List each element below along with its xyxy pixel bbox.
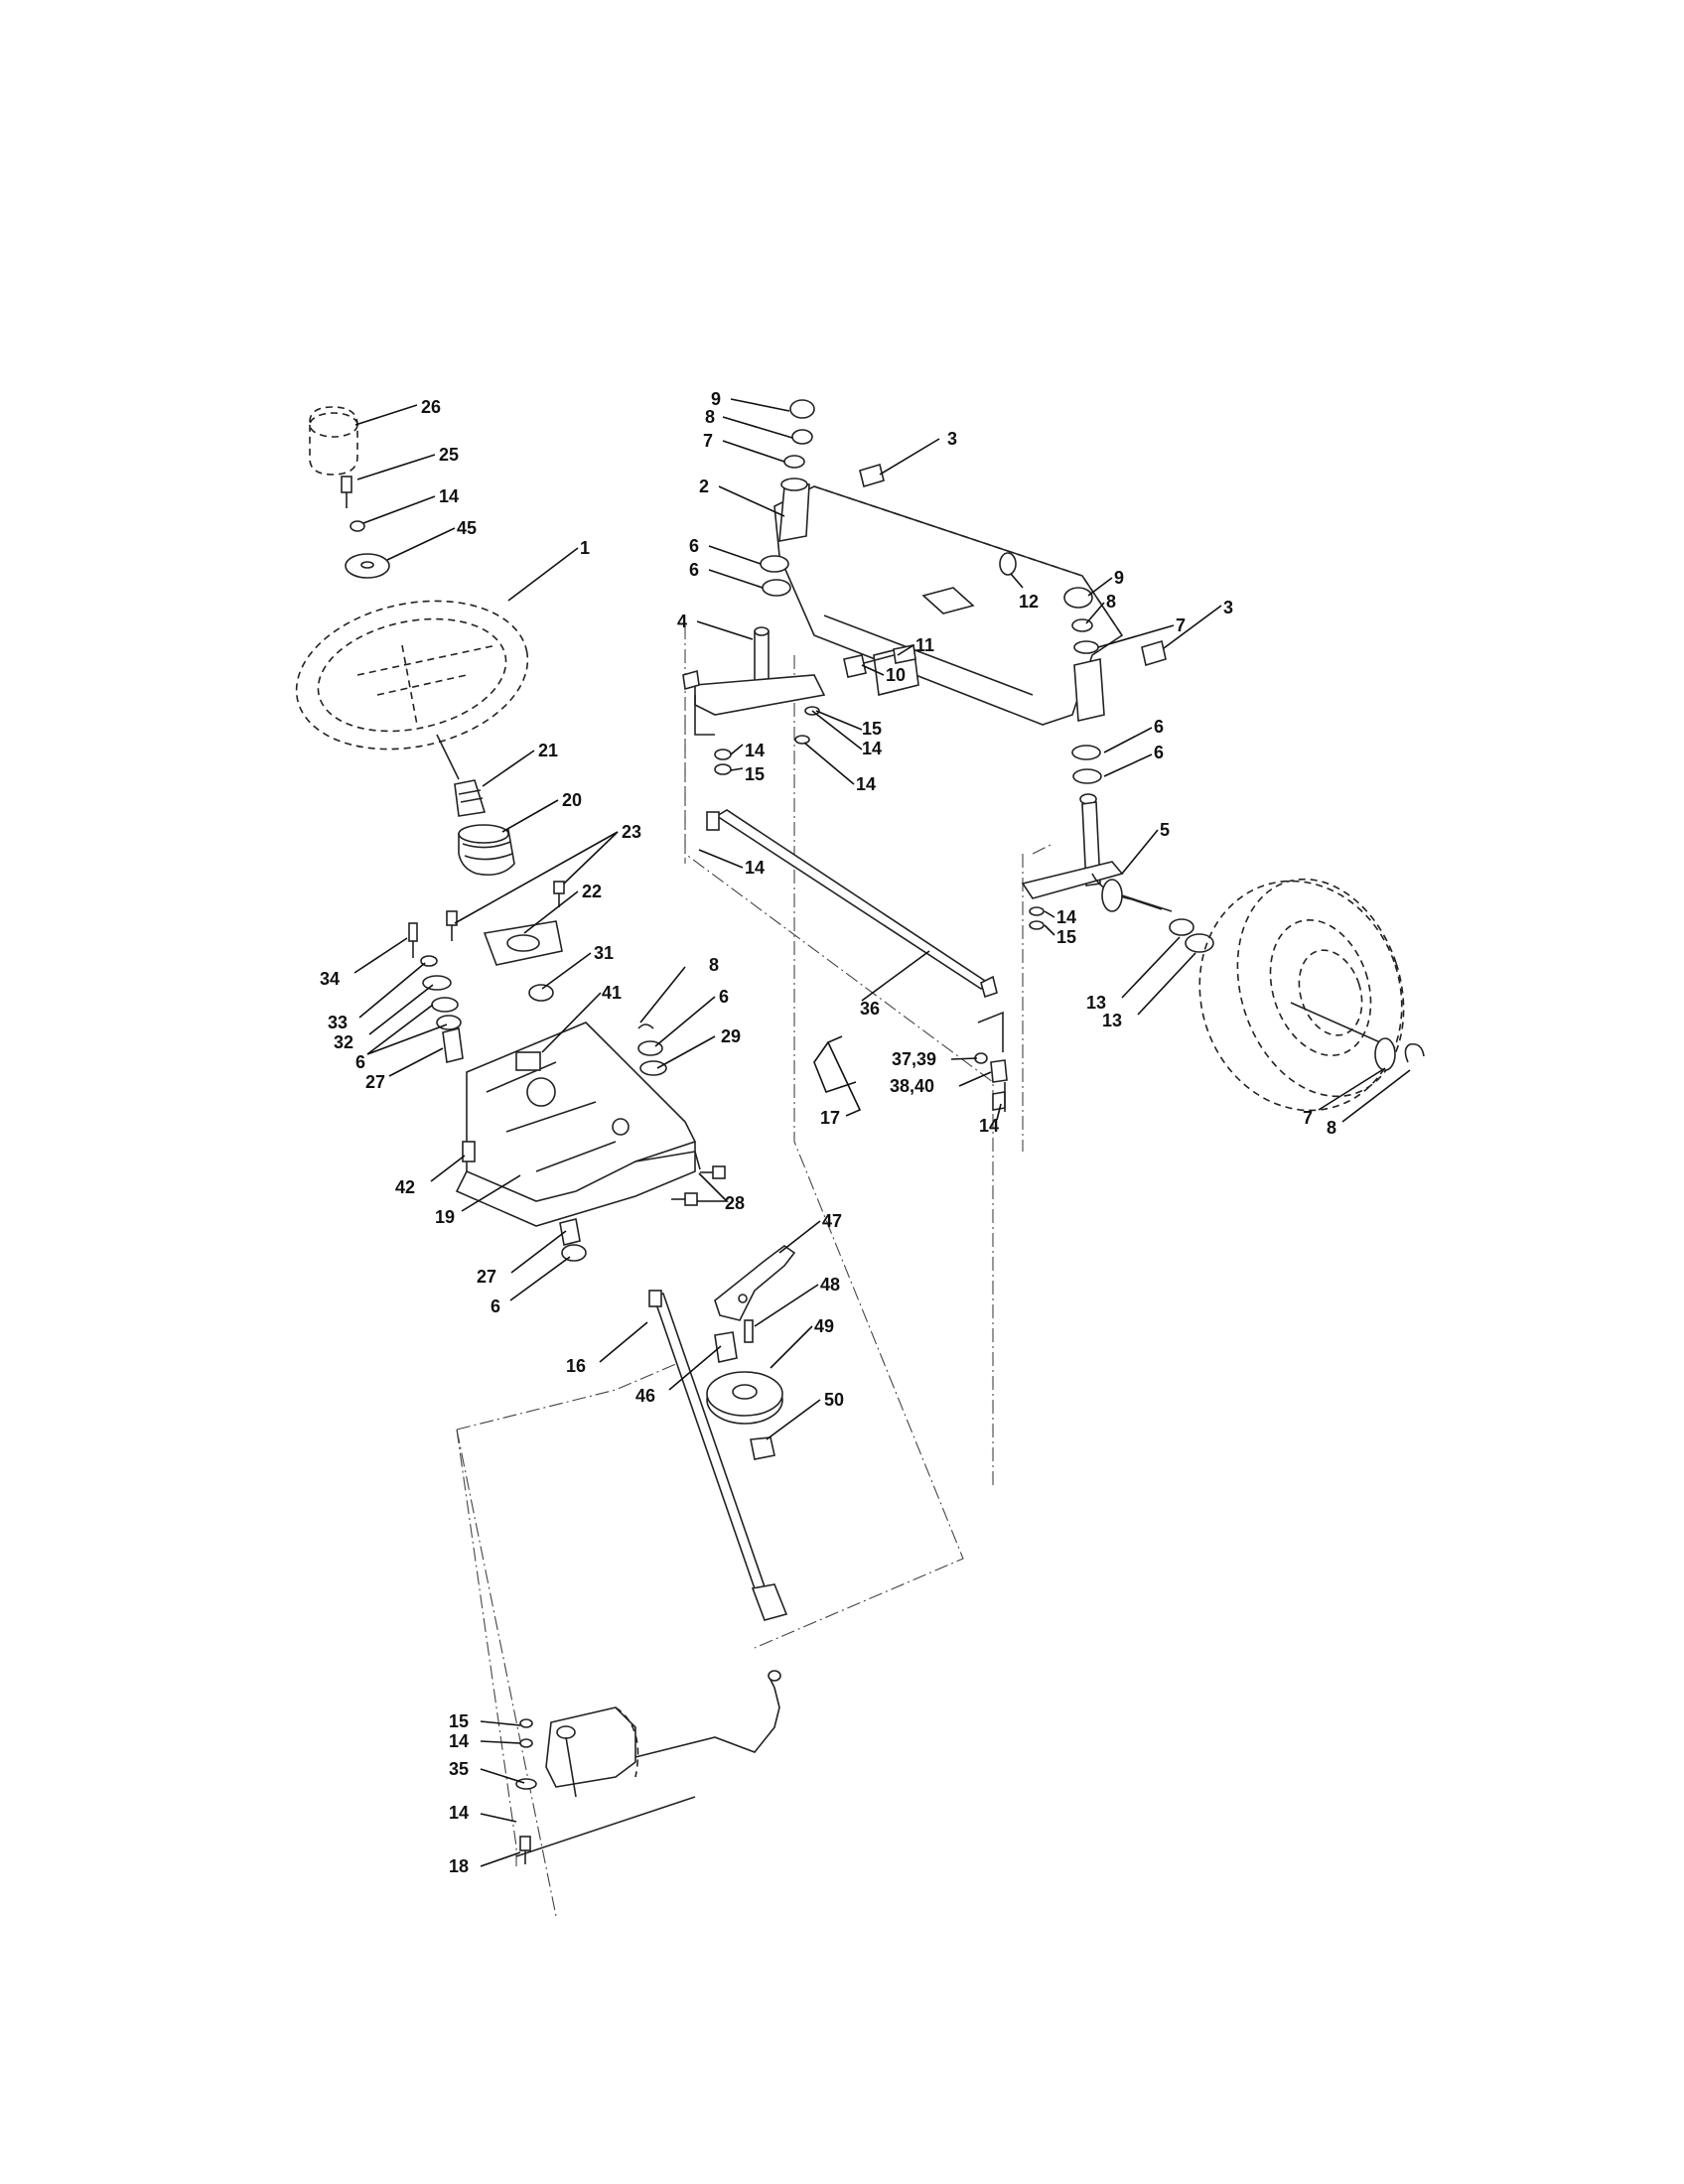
callout-14: 14 (979, 1116, 999, 1136)
callout-8: 8 (1106, 592, 1116, 612)
callout-14: 14 (439, 486, 459, 506)
callout-3: 3 (947, 429, 957, 449)
callout-15: 15 (449, 1711, 469, 1731)
idler-bracket (714, 1245, 796, 1363)
callout-8: 8 (709, 955, 719, 975)
callout-6: 6 (689, 560, 699, 580)
callout-14: 14 (449, 1731, 469, 1751)
callout-32: 32 (334, 1032, 353, 1052)
phantom-outlines (456, 625, 1053, 1917)
callout-6: 6 (719, 987, 729, 1007)
sector-gear (545, 1706, 639, 1798)
callout-19: 19 (435, 1207, 455, 1227)
lock-washer-small (350, 520, 365, 532)
callout-9: 9 (1114, 568, 1124, 588)
callout-38-40: 38,40 (890, 1076, 934, 1096)
callout-11: 11 (915, 635, 934, 655)
drag-link (515, 1670, 781, 1857)
callout-45: 45 (457, 518, 477, 538)
callout-9: 9 (711, 389, 721, 409)
idler-pulley (706, 1371, 783, 1425)
callout-4: 4 (677, 612, 687, 631)
steering-wheel-bolt (341, 476, 352, 508)
pulley-nut (750, 1436, 775, 1460)
callout-7: 7 (703, 431, 713, 451)
steering-support-bracket (455, 1022, 701, 1227)
left-small-parts (408, 922, 726, 1262)
callout-14: 14 (449, 1803, 469, 1823)
callout-14: 14 (745, 741, 765, 760)
callout-5: 5 (1160, 820, 1170, 840)
callout-16: 16 (566, 1356, 586, 1376)
callout-14: 14 (862, 739, 882, 758)
callout-17: 17 (820, 1108, 840, 1128)
callout-35: 35 (449, 1759, 469, 1779)
bellows-boot (458, 824, 515, 877)
steering-shaft (648, 1290, 788, 1621)
callout-34: 34 (320, 969, 340, 989)
callout-37-39: 37,39 (892, 1049, 936, 1069)
callout-50: 50 (824, 1390, 844, 1410)
callout-8: 8 (1327, 1118, 1336, 1138)
callout-29: 29 (721, 1026, 741, 1046)
steering-adapter (454, 779, 487, 817)
callout-13: 13 (1086, 993, 1106, 1013)
callout-15: 15 (862, 719, 882, 739)
callout-numbers: 26 25 14 45 1 21 20 23 22 34 31 41 33 32… (320, 389, 1336, 1876)
bottom-small-parts (515, 1718, 537, 1864)
callout-1: 1 (580, 538, 590, 558)
callout-22: 22 (582, 882, 602, 901)
callout-27: 27 (477, 1267, 496, 1287)
callout-15: 15 (1056, 927, 1076, 947)
callout-15: 15 (745, 764, 765, 784)
callout-7: 7 (1303, 1108, 1313, 1128)
callout-33: 33 (328, 1013, 348, 1032)
callout-6: 6 (491, 1297, 500, 1316)
callout-6: 6 (355, 1052, 365, 1072)
washer-large (345, 553, 390, 579)
callout-7: 7 (1176, 615, 1186, 635)
callout-21: 21 (538, 741, 558, 760)
callout-48: 48 (820, 1275, 840, 1295)
callout-26: 26 (421, 397, 441, 417)
callout-25: 25 (439, 445, 459, 465)
steering-cap (309, 406, 358, 476)
callout-6: 6 (1154, 717, 1164, 737)
leader-lines (353, 398, 1411, 1867)
callout-41: 41 (602, 983, 622, 1003)
callout-12: 12 (1019, 592, 1039, 612)
steering-wheel (295, 600, 529, 780)
callout-36: 36 (860, 999, 880, 1019)
callout-6: 6 (1154, 743, 1164, 762)
bolts-pair (446, 881, 565, 941)
callout-13: 13 (1102, 1011, 1122, 1030)
axle-hardware (843, 463, 1167, 678)
front-wheel (1198, 878, 1425, 1112)
right-spindle (1021, 587, 1214, 953)
callout-49: 49 (814, 1316, 834, 1336)
bearing-flange (483, 920, 563, 966)
callout-23: 23 (622, 822, 641, 842)
callout-20: 20 (562, 790, 582, 810)
callout-14: 14 (1056, 907, 1076, 927)
callout-31: 31 (594, 943, 614, 963)
callout-14: 14 (745, 858, 765, 878)
callout-8: 8 (705, 407, 715, 427)
tie-rod (706, 809, 1008, 1112)
callout-3: 3 (1223, 598, 1233, 617)
callout-2: 2 (699, 477, 709, 496)
callout-14: 14 (856, 774, 876, 794)
left-spindle (682, 399, 826, 775)
callout-27: 27 (365, 1072, 385, 1092)
callout-10: 10 (886, 665, 906, 685)
callout-42: 42 (395, 1177, 415, 1197)
callout-18: 18 (449, 1856, 469, 1876)
callout-6: 6 (689, 536, 699, 556)
callout-46: 46 (635, 1386, 655, 1406)
callout-47: 47 (822, 1211, 842, 1231)
callout-28: 28 (725, 1193, 745, 1213)
